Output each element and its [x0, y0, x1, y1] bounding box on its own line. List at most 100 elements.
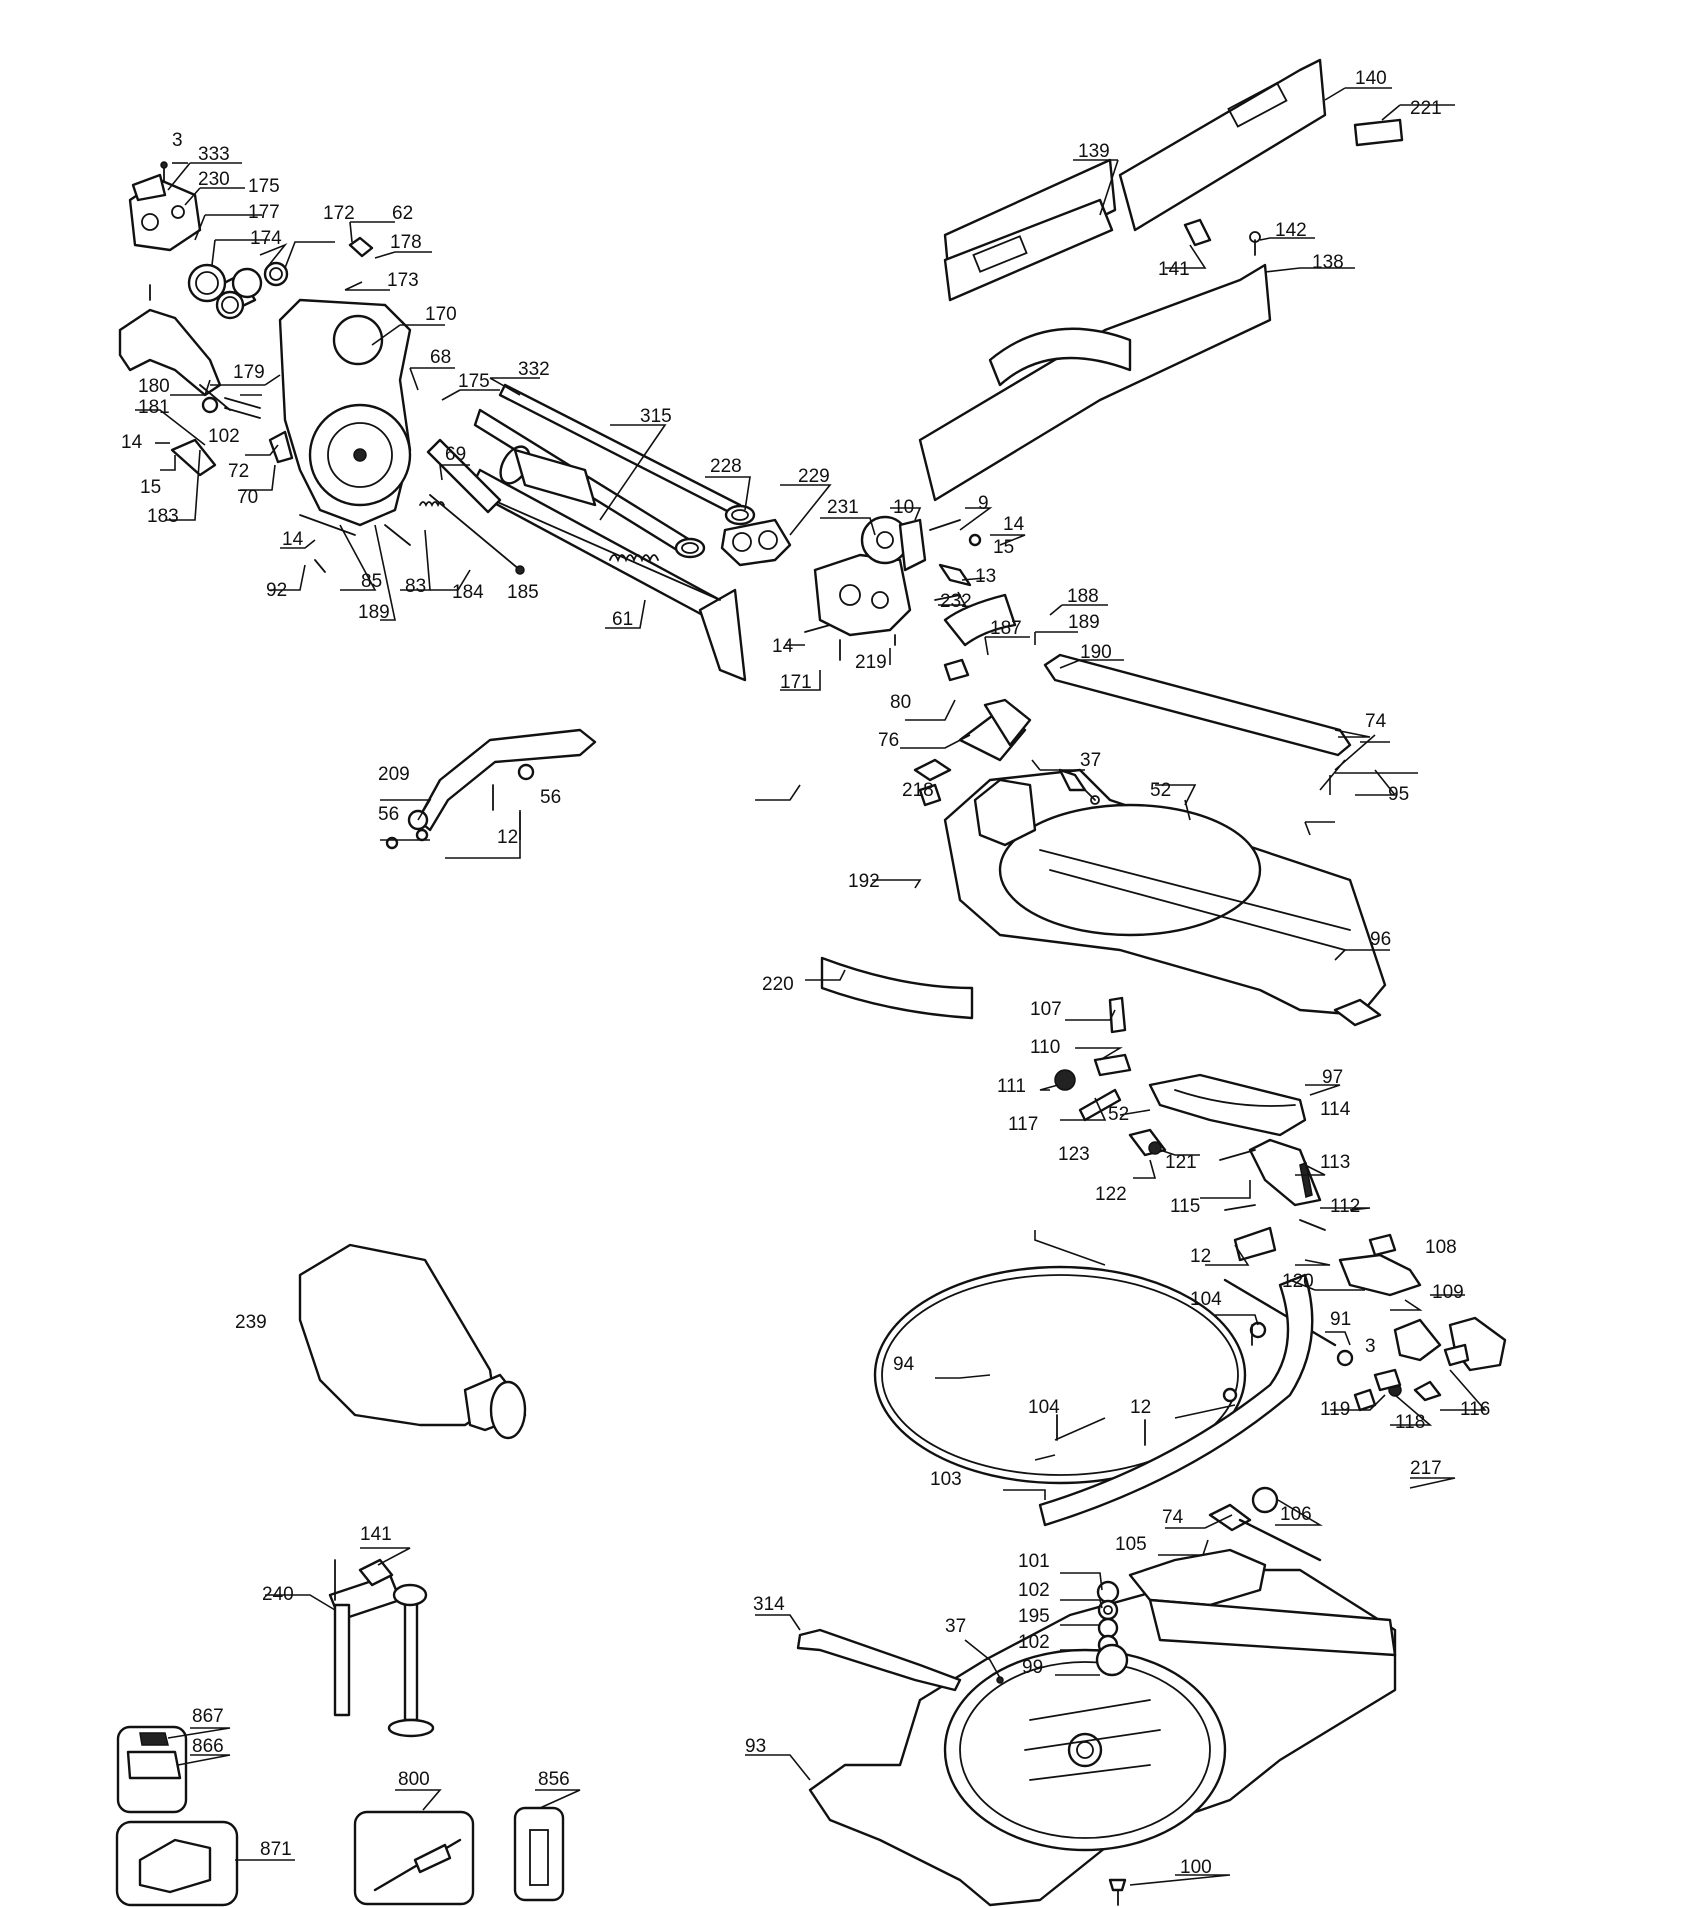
part-label-139: 139 — [1078, 141, 1110, 162]
part-label-175: 175 — [248, 176, 280, 197]
part-label-187: 187 — [990, 618, 1022, 639]
part-label-103: 103 — [930, 1469, 962, 1490]
part-label-52: 52 — [1108, 1104, 1129, 1125]
part-label-14: 14 — [121, 432, 143, 453]
part-label-108: 108 — [1425, 1237, 1457, 1258]
part-label-112: 112 — [1330, 1196, 1360, 1217]
part-label-102: 102 — [1018, 1632, 1050, 1653]
part-label-106: 106 — [1280, 1504, 1312, 1525]
pivot-bracket — [720, 515, 982, 661]
part-label-69: 69 — [445, 444, 466, 465]
part-label-101: 101 — [1018, 1551, 1050, 1572]
part-label-185: 185 — [507, 582, 539, 603]
slide-rails — [419, 383, 756, 682]
part-label-189: 189 — [1068, 612, 1100, 633]
part-label-12: 12 — [1130, 1397, 1151, 1418]
accessories — [115, 1725, 565, 1907]
part-label-56: 56 — [540, 787, 561, 808]
part-label-175: 175 — [458, 371, 490, 392]
arm-and-table — [913, 593, 1387, 1027]
part-label-97: 97 — [1322, 1067, 1343, 1088]
part-label-192: 192 — [848, 871, 880, 892]
part-label-12: 12 — [497, 827, 518, 848]
part-label-239: 239 — [235, 1312, 267, 1333]
part-label-314: 314 — [753, 1594, 785, 1615]
part-label-85: 85 — [361, 571, 382, 592]
part-label-110: 110 — [1030, 1037, 1060, 1058]
part-label-184: 184 — [452, 582, 484, 603]
part-label-115: 115 — [1170, 1196, 1200, 1217]
part-label-14: 14 — [1003, 514, 1025, 535]
part-label-120: 120 — [1282, 1271, 1314, 1292]
part-label-221: 221 — [1410, 98, 1442, 119]
part-label-116: 116 — [1460, 1399, 1490, 1420]
part-label-209: 209 — [378, 764, 410, 785]
part-label-100: 100 — [1180, 1857, 1212, 1878]
part-label-109: 109 — [1432, 1282, 1464, 1303]
part-label-170: 170 — [425, 304, 457, 325]
part-label-172: 172 — [323, 203, 355, 224]
part-drawings — [115, 58, 1507, 1907]
part-label-111: 111 — [997, 1076, 1026, 1097]
part-label-121: 121 — [1165, 1152, 1197, 1173]
part-label-218: 218 — [902, 780, 934, 801]
part-label-104: 104 — [1028, 1397, 1060, 1418]
detent-assembly — [1054, 996, 1422, 1297]
part-label-15: 15 — [140, 477, 161, 498]
part-number-labels: 3 333 230 175 177 174 172 62 178 173 170… — [121, 68, 1490, 1878]
part-label-13: 13 — [975, 566, 996, 587]
dust-bag — [298, 1243, 527, 1440]
part-label-178: 178 — [390, 232, 422, 253]
part-label-113: 113 — [1320, 1152, 1350, 1173]
part-label-117: 117 — [1008, 1114, 1038, 1135]
part-label-171: 171 — [780, 672, 812, 693]
part-label-93: 93 — [745, 1736, 766, 1757]
part-label-3: 3 — [1365, 1336, 1376, 1357]
part-label-62: 62 — [392, 203, 413, 224]
part-label-118: 118 — [1395, 1412, 1425, 1433]
base-assembly — [796, 1486, 1397, 1907]
part-label-181: 181 — [138, 397, 170, 418]
material-clamp — [328, 1558, 435, 1738]
part-label-177: 177 — [248, 202, 280, 223]
part-label-332: 332 — [518, 359, 550, 380]
part-label-68: 68 — [430, 347, 451, 368]
lock-rod-assembly — [1223, 1278, 1507, 1412]
part-label-228: 228 — [710, 456, 742, 477]
part-label-230: 230 — [198, 169, 230, 190]
part-label-76: 76 — [878, 730, 899, 751]
part-label-220: 220 — [762, 974, 794, 995]
motor-housing — [118, 298, 412, 573]
part-label-104: 104 — [1190, 1289, 1222, 1310]
part-label-217: 217 — [1410, 1458, 1442, 1479]
part-label-61: 61 — [612, 609, 633, 630]
part-label-83: 83 — [405, 576, 426, 597]
part-label-240: 240 — [262, 1584, 294, 1605]
part-label-138: 138 — [1312, 252, 1344, 273]
part-label-3: 3 — [172, 130, 183, 151]
part-label-119: 119 — [1320, 1399, 1350, 1420]
part-label-190: 190 — [1080, 642, 1112, 663]
part-label-95: 95 — [1388, 784, 1409, 805]
part-label-195: 195 — [1018, 1606, 1050, 1627]
part-label-871: 871 — [260, 1839, 292, 1860]
part-label-123: 123 — [1058, 1144, 1090, 1165]
part-label-114: 114 — [1320, 1099, 1351, 1120]
part-label-91: 91 — [1330, 1309, 1351, 1330]
part-label-231: 231 — [827, 497, 859, 518]
part-label-180: 180 — [138, 376, 170, 397]
part-label-141: 141 — [360, 1524, 392, 1545]
part-label-183: 183 — [147, 506, 179, 527]
part-label-70: 70 — [237, 487, 258, 508]
part-label-14: 14 — [772, 636, 794, 657]
part-label-173: 173 — [387, 270, 419, 291]
part-label-141: 141 — [1158, 259, 1190, 280]
part-label-174: 174 — [250, 228, 282, 249]
part-label-52: 52 — [1150, 780, 1171, 801]
part-label-72: 72 — [228, 461, 249, 482]
bevel-lock-lever — [385, 728, 597, 850]
part-label-856: 856 — [538, 1769, 570, 1790]
part-label-188: 188 — [1067, 586, 1099, 607]
part-label-9: 9 — [978, 493, 989, 514]
